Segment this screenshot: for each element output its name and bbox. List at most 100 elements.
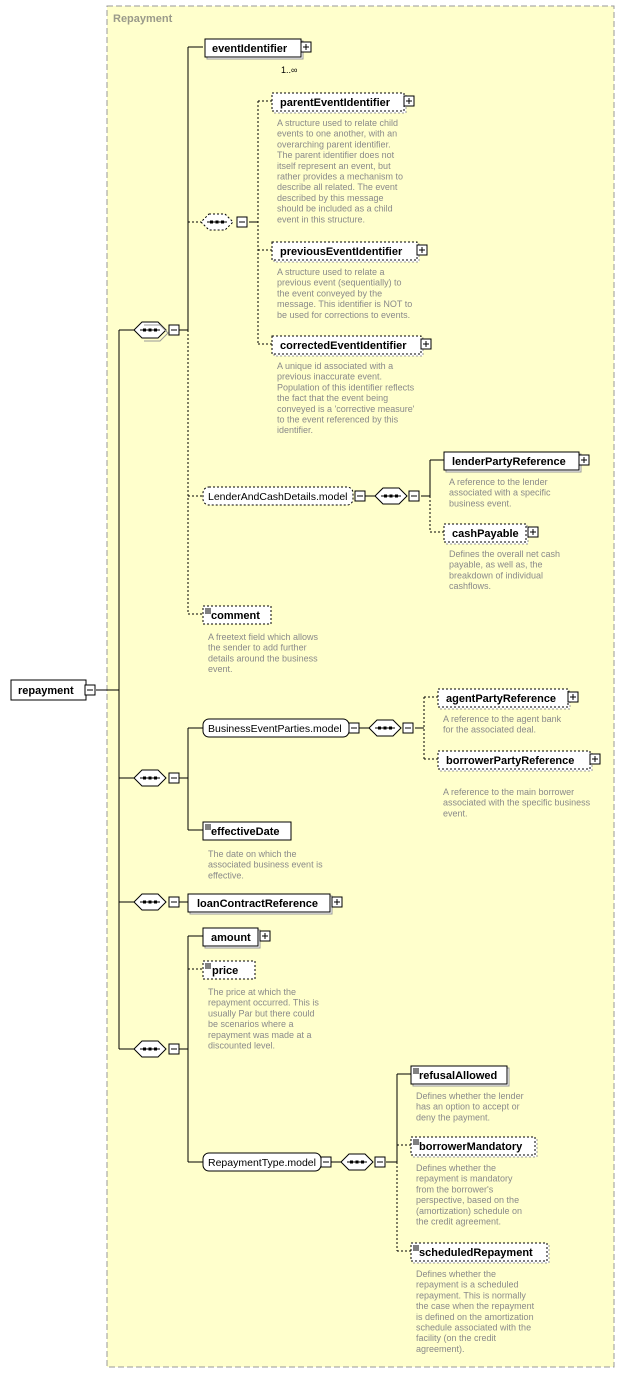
- element-parentEventIdentifier[interactable]: parentEventIdentifier: [271, 92, 407, 114]
- collapse-icon[interactable]: [320, 1156, 332, 1168]
- collapse-icon[interactable]: [168, 896, 180, 908]
- description-line: the case when the repayment: [416, 1301, 535, 1311]
- expand-icon[interactable]: [403, 95, 415, 107]
- svg-text:eventIdentifier: eventIdentifier: [212, 43, 288, 55]
- sequence-compositor-3[interactable]: [133, 893, 167, 911]
- description-line: details around the business: [208, 653, 318, 663]
- description-line: describe all related. The event: [277, 182, 398, 192]
- collapse-icon[interactable]: [374, 1156, 386, 1168]
- description-line: associated with the specific business: [443, 798, 591, 808]
- element-eventIdentifier[interactable]: eventIdentifier: [204, 38, 304, 60]
- expand-icon[interactable]: [567, 691, 579, 703]
- group-RepaymentType[interactable]: RepaymentType.model: [202, 1152, 322, 1172]
- svg-text:refusalAllowed: refusalAllowed: [419, 1070, 497, 1082]
- sequence-compositor-lender[interactable]: [374, 487, 408, 505]
- collapse-icon[interactable]: [348, 722, 360, 734]
- element-previousEventIdentifier[interactable]: previousEventIdentifier: [271, 241, 420, 263]
- description-line: usually Par but there could: [208, 1008, 315, 1018]
- description-line: associated with a specific: [449, 488, 551, 498]
- expand-icon[interactable]: [589, 753, 601, 765]
- collapse-icon[interactable]: [354, 490, 366, 502]
- description-line: repayment. This is normally: [416, 1290, 526, 1300]
- group-LenderAndCashDetails[interactable]: LenderAndCashDetails.model: [202, 486, 354, 506]
- element-cashPayable[interactable]: cashPayable: [443, 523, 529, 545]
- sequence-compositor-repaymenttype[interactable]: [340, 1153, 374, 1171]
- root-label: repayment: [18, 685, 74, 697]
- expand-icon[interactable]: [331, 896, 343, 908]
- collapse-icon[interactable]: [168, 1043, 180, 1055]
- svg-text:previousEventIdentifier: previousEventIdentifier: [280, 246, 403, 258]
- collapse-icon[interactable]: [236, 216, 248, 228]
- element-scheduledRepayment[interactable]: scheduledRepayment: [410, 1242, 550, 1264]
- element-agentPartyReference[interactable]: agentPartyReference: [437, 688, 571, 710]
- description-line: identifier.: [277, 425, 313, 435]
- sequence-compositor-4[interactable]: [133, 1040, 167, 1058]
- sequence-compositor-1[interactable]: [133, 321, 169, 342]
- description-line: repayment was made at a: [208, 1030, 312, 1040]
- description-line: the event conveyed by the: [277, 288, 382, 298]
- description-line: itself represent an event, but: [277, 161, 391, 171]
- collapse-icon[interactable]: [408, 490, 420, 502]
- group-title: Repayment: [113, 13, 173, 25]
- description-line: perspective, based on the: [416, 1195, 519, 1205]
- element-lenderPartyReference[interactable]: lenderPartyReference: [443, 451, 582, 473]
- collapse-icon[interactable]: [168, 324, 180, 336]
- svg-text:borrowerPartyReference: borrowerPartyReference: [446, 755, 574, 767]
- expand-icon[interactable]: [420, 338, 432, 350]
- group-BusinessEventParties[interactable]: BusinessEventParties.model: [202, 718, 350, 738]
- choice-compositor[interactable]: [200, 213, 234, 231]
- element-borrowerPartyReference[interactable]: borrowerPartyReference: [437, 750, 593, 772]
- svg-text:parentEventIdentifier: parentEventIdentifier: [280, 97, 391, 109]
- element-borrowerMandatory[interactable]: borrowerMandatory: [410, 1136, 538, 1158]
- svg-text:LenderAndCashDetails.model: LenderAndCashDetails.model: [208, 491, 348, 503]
- collapse-icon[interactable]: [168, 772, 180, 784]
- description-line: A unique id associated with a: [277, 361, 393, 371]
- svg-text:correctedEventIdentifier: correctedEventIdentifier: [280, 340, 407, 352]
- description-line: Defines whether the: [416, 1163, 496, 1173]
- element-effectiveDate[interactable]: effectiveDate: [202, 821, 292, 841]
- svg-text:effectiveDate: effectiveDate: [211, 826, 279, 838]
- description-line: breakdown of individual: [449, 570, 543, 580]
- element-loanContractReference[interactable]: loanContractReference: [187, 893, 333, 915]
- description-line: facility (on the credit: [416, 1333, 497, 1343]
- element-comment[interactable]: comment: [202, 605, 272, 625]
- expand-icon[interactable]: [259, 930, 271, 942]
- element-refusalAllowed[interactable]: refusalAllowed: [410, 1065, 510, 1087]
- cardinality-label: 1..∞: [281, 65, 297, 75]
- description-line: The date on which the: [208, 849, 297, 859]
- element-price[interactable]: price: [202, 960, 256, 980]
- description-line: should be included as a child: [277, 204, 393, 214]
- svg-text:amount: amount: [211, 932, 251, 944]
- description-line: A reference to the main borrower: [443, 787, 574, 797]
- description-line: overarching parent identifier.: [277, 139, 391, 149]
- svg-text:price: price: [212, 965, 238, 977]
- description-line: previous event (sequentially) to: [277, 278, 402, 288]
- description-line: repayment occurred. This is: [208, 998, 319, 1008]
- description-line: A reference to the lender: [449, 477, 548, 487]
- expand-icon[interactable]: [527, 526, 539, 538]
- sequence-compositor-2[interactable]: [133, 769, 167, 787]
- description-line: the sender to add further: [208, 643, 307, 653]
- expand-icon[interactable]: [578, 454, 590, 466]
- expand-icon[interactable]: [300, 41, 312, 53]
- sequence-compositor-parties[interactable]: [368, 719, 402, 737]
- root-element-repayment[interactable]: repayment: [10, 679, 87, 701]
- description-line: A structure used to relate child: [277, 118, 398, 128]
- element-correctedEventIdentifier[interactable]: correctedEventIdentifier: [271, 335, 424, 357]
- description-line: to the event referenced by this: [277, 415, 399, 425]
- expand-icon[interactable]: [416, 244, 428, 256]
- collapse-icon[interactable]: [402, 722, 414, 734]
- description-line: business event.: [449, 498, 512, 508]
- description-line: (amortization) schedule on: [416, 1206, 522, 1216]
- collapse-icon[interactable]: [84, 684, 96, 696]
- element-amount[interactable]: amount: [202, 927, 261, 949]
- description-line: A structure used to relate a: [277, 267, 385, 277]
